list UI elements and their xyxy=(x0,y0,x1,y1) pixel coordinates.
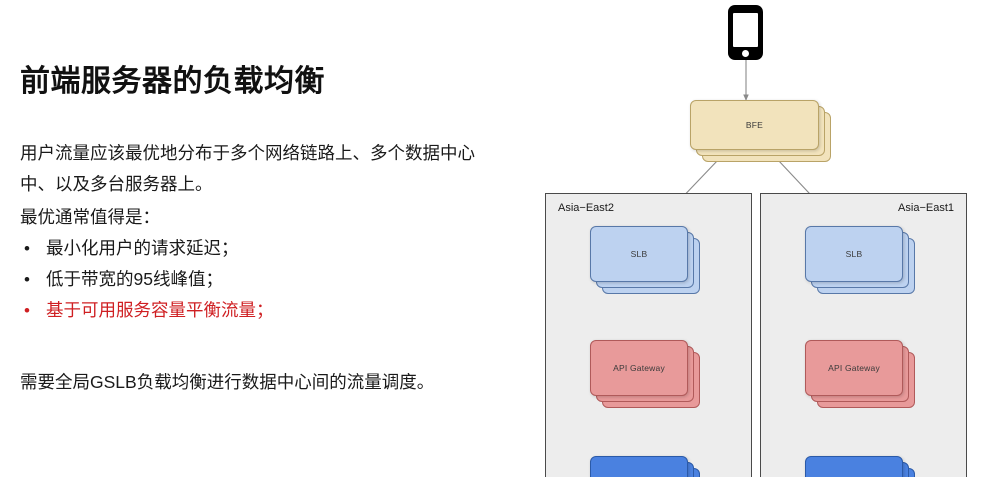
bullet-marker-icon: • xyxy=(24,239,30,258)
list-item: • 最小化用户的请求延迟； xyxy=(20,233,490,264)
text-column: 前端服务器的负载均衡 用户流量应该最优地分布于多个网络链路上、多个数据中心中、以… xyxy=(10,0,510,477)
stack-layer-front: SLB xyxy=(590,226,688,282)
node-slb-asia-east1[interactable]: SLB xyxy=(805,226,915,294)
bullet-marker-icon: • xyxy=(24,301,30,320)
node-api-gateway-asia-east2[interactable]: API Gateway xyxy=(590,340,700,408)
node-api-gateway-asia-east1[interactable]: API Gateway xyxy=(805,340,915,408)
stack-layer-front: SLB xyxy=(805,226,903,282)
phone-home-button-icon xyxy=(742,50,749,57)
list-item-label: 基于可用服务容量平衡流量； xyxy=(46,300,274,320)
page-title: 前端服务器的负载均衡 xyxy=(20,65,325,98)
node-label: API Gateway xyxy=(613,363,665,373)
list-intro: 最优通常值得是： xyxy=(20,207,160,227)
bullet-list: • 最小化用户的请求延迟； • 低于带宽的95线峰值； • 基于可用服务容量平衡… xyxy=(20,233,490,326)
node-label: BFE xyxy=(745,120,764,130)
stack-layer-front: API Gateway xyxy=(805,340,903,396)
node-service-asia-east2[interactable] xyxy=(590,456,700,477)
node-slb-asia-east2[interactable]: SLB xyxy=(590,226,700,294)
node-label: SLB xyxy=(845,249,863,259)
node-bfe[interactable]: BFE xyxy=(690,100,831,162)
list-item-label: 低于带宽的95线峰值； xyxy=(46,269,223,289)
stack-layer-front xyxy=(590,456,688,477)
closing-paragraph: 需要全局GSLB负载均衡进行数据中心间的流量调度。 xyxy=(20,372,435,392)
list-item: • 低于带宽的95线峰值； xyxy=(20,264,490,295)
list-item-highlighted: • 基于可用服务容量平衡流量； xyxy=(20,295,490,326)
node-label: SLB xyxy=(630,249,648,259)
architecture-diagram: BFE Asia−East2 Asia−East1 SLB API Gatewa… xyxy=(510,0,984,477)
stack-layer-front: BFE xyxy=(690,100,819,150)
bullet-marker-icon: • xyxy=(24,270,30,289)
lead-paragraph: 用户流量应该最优地分布于多个网络链路上、多个数据中心中、以及多台服务器上。 xyxy=(20,143,475,194)
region-label: Asia−East1 xyxy=(898,202,954,214)
region-label: Asia−East2 xyxy=(558,202,614,214)
node-service-asia-east1[interactable] xyxy=(805,456,915,477)
body-content: 用户流量应该最优地分布于多个网络链路上、多个数据中心中、以及多台服务器上。 最优… xyxy=(20,138,490,326)
phone-screen xyxy=(733,13,758,47)
list-item-label: 最小化用户的请求延迟； xyxy=(46,238,239,258)
stack-layer-front xyxy=(805,456,903,477)
mobile-phone-icon xyxy=(728,5,763,60)
stack-layer-front: API Gateway xyxy=(590,340,688,396)
node-label: API Gateway xyxy=(828,363,880,373)
